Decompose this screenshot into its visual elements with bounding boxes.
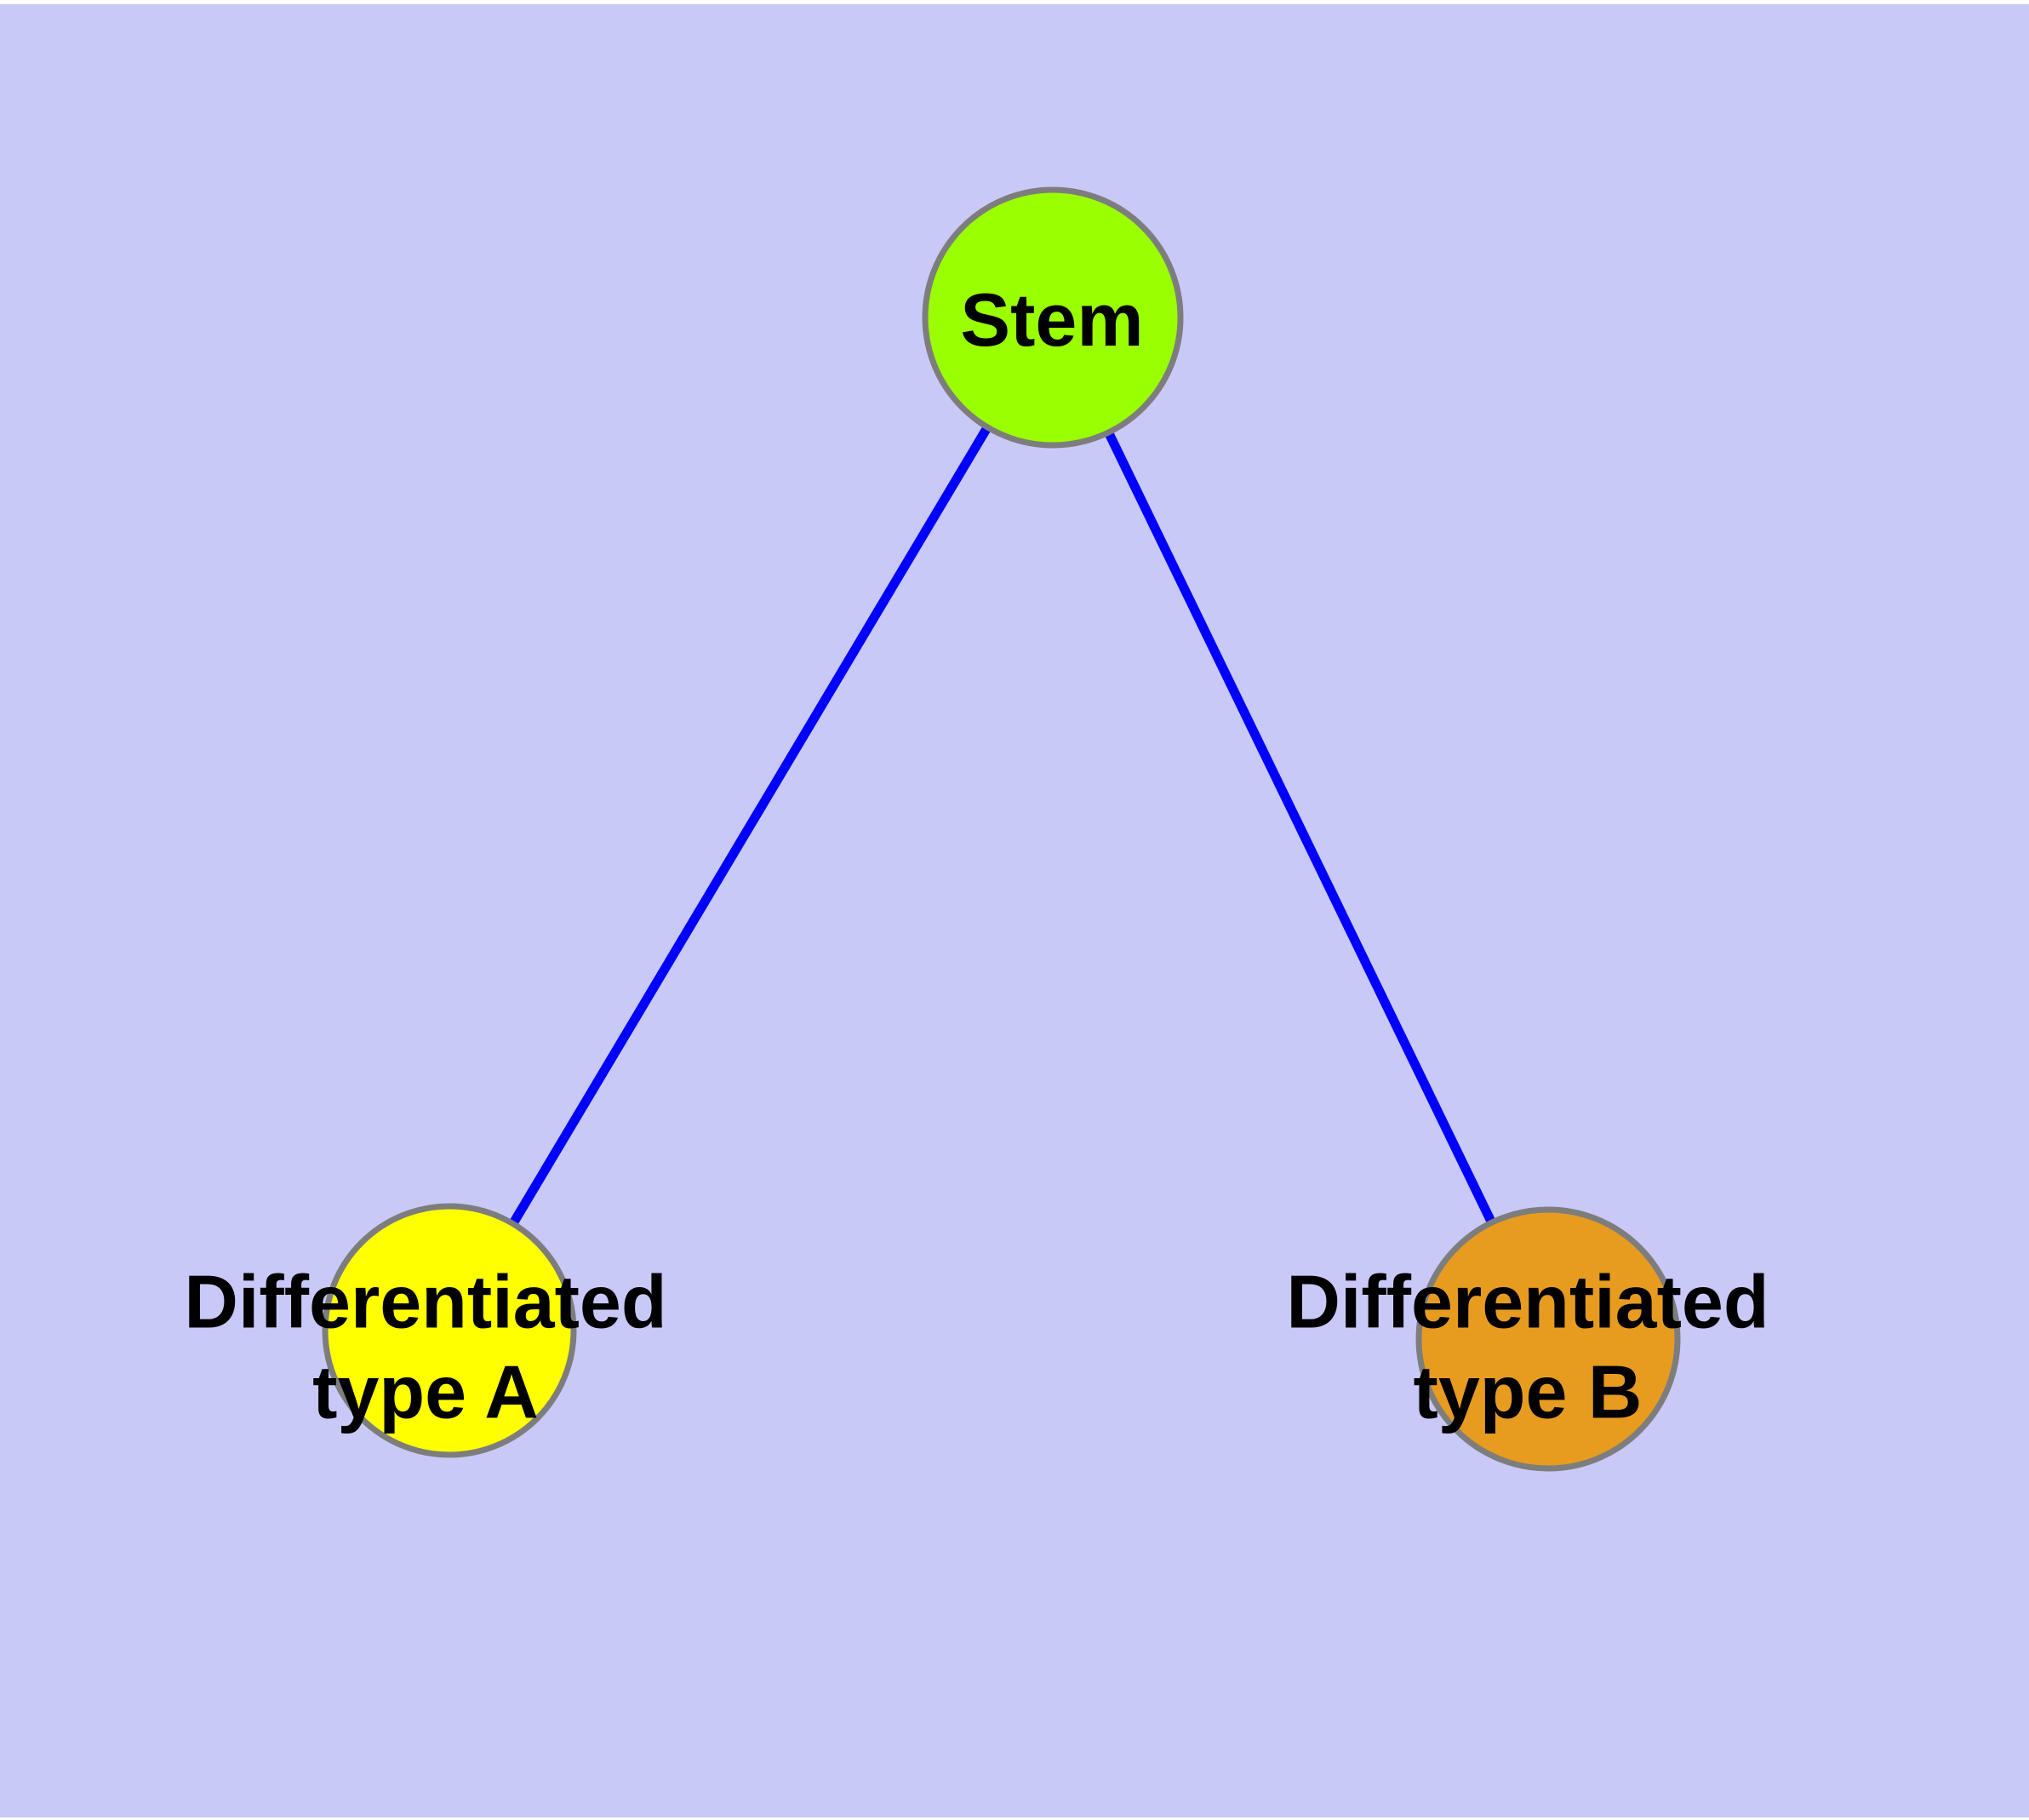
- stem-node[interactable]: [922, 186, 1184, 449]
- differentiated-type-b-node[interactable]: [1415, 1206, 1681, 1472]
- edge-stem-to-type-a[interactable]: [445, 315, 1057, 1333]
- differentiated-type-b-label[interactable]: Differentiated type B: [1286, 1259, 1769, 1434]
- canvas-top-margin: [0, 0, 2029, 4]
- differentiated-type-a-label[interactable]: Differentiated type A: [184, 1259, 667, 1434]
- edge-stem-to-type-b[interactable]: [1049, 315, 1552, 1342]
- differentiated-type-a-node[interactable]: [322, 1203, 577, 1458]
- canvas-bottom-margin: [0, 1817, 2029, 1820]
- stem-node-label[interactable]: Stem: [960, 278, 1144, 363]
